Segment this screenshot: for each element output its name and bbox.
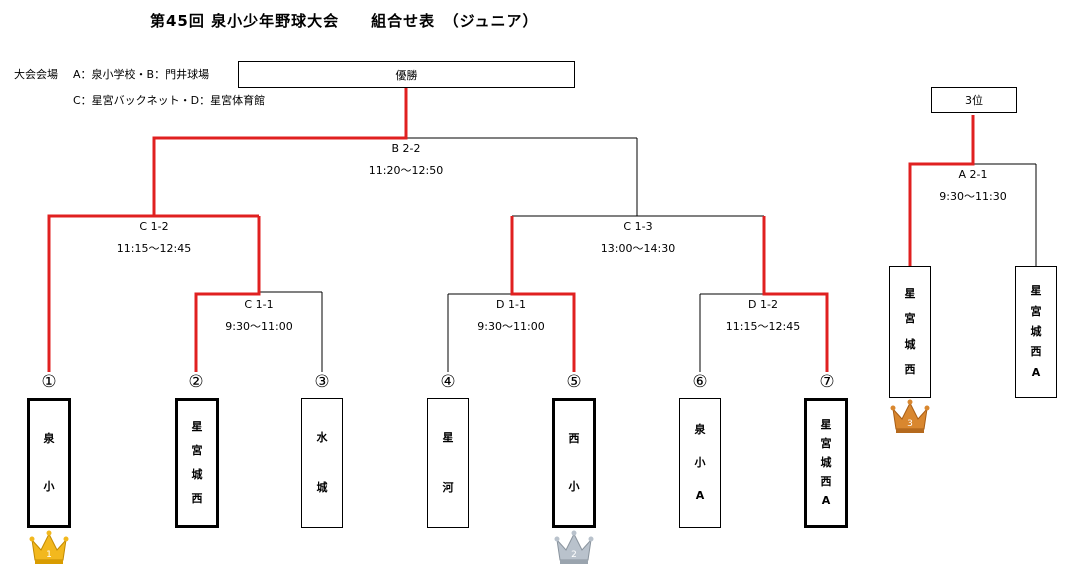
seed-7: ⑦ xyxy=(819,372,835,392)
semi-left-winner-line-a xyxy=(47,214,154,372)
match-semi-right: C 1-3 13:00～14:30 xyxy=(578,216,698,260)
seed-6: ⑥ xyxy=(692,372,708,392)
match-code: C 1-2 xyxy=(139,220,169,233)
team-3: 水 城 xyxy=(301,398,343,528)
team-char: 星 xyxy=(820,417,832,431)
r1m2-winner-line xyxy=(510,216,576,372)
seed-3: ③ xyxy=(314,372,330,392)
team-6: 泉 小 A xyxy=(679,398,721,528)
match-time: 13:00～14:30 xyxy=(600,242,676,255)
match-code: B 2-2 xyxy=(391,142,421,155)
team-char: 星 xyxy=(1030,284,1042,298)
r1m3-winner-line xyxy=(762,216,829,372)
team-char: 城 xyxy=(316,481,328,494)
team-char: 西 xyxy=(820,475,832,489)
venue-line-2: C：星宮バックネット・D：星宮体育館 xyxy=(73,94,266,107)
team-char: 城 xyxy=(1030,324,1042,338)
team-char: 水 xyxy=(316,431,328,444)
match-time: 11:15～12:45 xyxy=(725,320,801,333)
team-char: 西 xyxy=(568,432,580,445)
team-char: 城 xyxy=(191,468,203,481)
match-r1-2: D 1-1 9:30～11:00 xyxy=(451,294,571,338)
crown-bronze-icon: 3 xyxy=(890,399,930,433)
final-winner-line xyxy=(152,88,408,216)
seed-1: ① xyxy=(41,372,57,392)
third-team-2: 星 宮 城 西 A xyxy=(1015,266,1057,398)
team-char: 城 xyxy=(820,455,832,469)
match-time: 11:15～12:45 xyxy=(116,242,192,255)
team-char: 小 xyxy=(43,480,55,493)
match-r1-1: C 1-1 9:30～11:00 xyxy=(199,294,319,338)
third-winner-line xyxy=(908,115,975,266)
team-char: 西 xyxy=(904,363,916,377)
crown-bronze-rank: 3 xyxy=(907,419,913,429)
team-char: 星 xyxy=(904,286,916,300)
team-char: 星 xyxy=(442,431,454,444)
team-char: 西 xyxy=(1030,345,1042,359)
team-4: 星 河 xyxy=(427,398,469,528)
match-third: A 2-1 9:30～11:30 xyxy=(913,164,1033,208)
team-char: 城 xyxy=(904,337,916,351)
team-2: 星 宮 城 西 xyxy=(175,398,219,528)
crown-silver-icon: 2 xyxy=(554,530,594,564)
match-time: 9:30～11:00 xyxy=(225,320,293,333)
team-char: 西 xyxy=(191,492,203,505)
match-final: B 2-2 11:20～12:50 xyxy=(346,138,466,182)
team-char: 河 xyxy=(442,481,454,494)
match-code: C 1-3 xyxy=(623,220,653,233)
match-code: A 2-1 xyxy=(958,168,988,181)
team-1: 泉 小 xyxy=(27,398,71,528)
team-char: 泉 xyxy=(694,422,706,436)
match-r1-3: D 1-2 11:15～12:45 xyxy=(703,294,823,338)
team-char: 宮 xyxy=(1030,304,1042,318)
third-place-box: 3位 xyxy=(931,87,1017,113)
match-code: C 1-1 xyxy=(244,298,274,311)
team-char: 宮 xyxy=(820,436,832,450)
team-char: A xyxy=(821,494,831,508)
match-time: 9:30～11:30 xyxy=(939,190,1007,203)
team-char: 小 xyxy=(568,480,580,493)
page-title: 第45回 泉小少年野球大会 組合せ表 （ジュニア） xyxy=(150,12,539,30)
match-code: D 1-1 xyxy=(496,298,526,311)
match-code: D 1-2 xyxy=(748,298,778,311)
team-char: A xyxy=(1031,365,1041,379)
seed-2: ② xyxy=(188,372,204,392)
team-char: 小 xyxy=(694,455,706,469)
match-time: 9:30～11:00 xyxy=(477,320,545,333)
venue-line-1: A：泉小学校・B：門井球場 xyxy=(73,68,210,81)
match-time: 11:20～12:50 xyxy=(368,164,444,177)
crown-silver-rank: 2 xyxy=(571,550,577,560)
seed-4: ④ xyxy=(440,372,456,392)
team-7: 星 宮 城 西 A xyxy=(804,398,848,528)
crown-gold-rank: 1 xyxy=(46,550,52,560)
venue-label: 大会会場 xyxy=(14,68,58,81)
seed-5: ⑤ xyxy=(566,372,582,392)
crown-gold-icon: 1 xyxy=(29,530,69,564)
third-team-1: 星 宮 城 西 xyxy=(889,266,931,398)
match-semi-left: C 1-2 11:15～12:45 xyxy=(94,216,214,260)
r1m1-winner-line xyxy=(194,216,261,372)
champion-box: 優勝 xyxy=(238,61,575,88)
team-char: 星 xyxy=(191,420,203,433)
team-char: A xyxy=(695,489,705,503)
team-char: 泉 xyxy=(43,432,55,445)
team-char: 宮 xyxy=(904,312,916,326)
team-5: 西 小 xyxy=(552,398,596,528)
team-char: 宮 xyxy=(191,444,203,457)
